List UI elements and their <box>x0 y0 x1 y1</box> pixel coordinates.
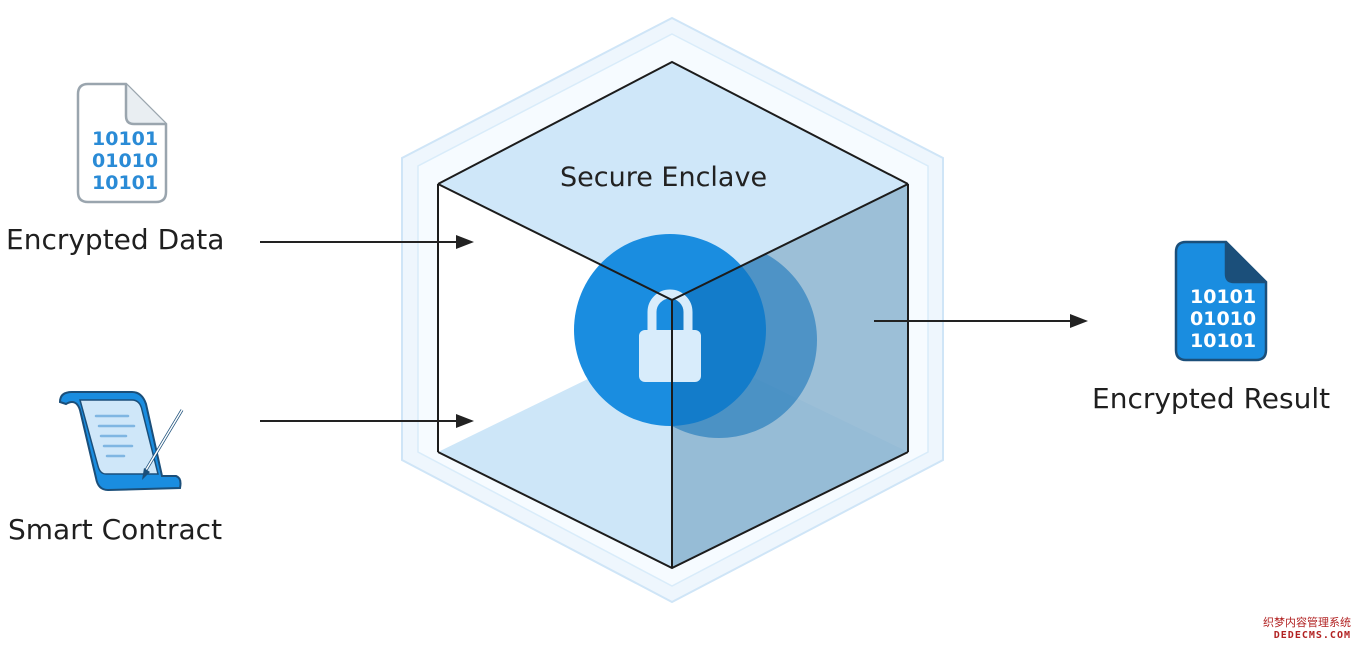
result-bits-line-1: 10101 <box>1190 286 1256 308</box>
arrow-result-out <box>874 314 1088 328</box>
data-bits-line-1: 10101 <box>92 128 158 150</box>
watermark-line-1: 织梦内容管理系统 <box>1263 616 1351 629</box>
padlock-icon <box>639 289 701 382</box>
data-bits-line-3: 10101 <box>92 172 158 194</box>
cube-edges <box>437 60 909 570</box>
arrow-data-in <box>260 235 474 249</box>
smart-contract-label: Smart Contract <box>8 513 223 546</box>
data-bits-line-2: 01010 <box>92 150 158 172</box>
encrypted-data-label: Encrypted Data <box>6 223 225 256</box>
cube-top-face <box>438 62 908 300</box>
scroll-pen-icon <box>58 391 184 492</box>
encrypted-result-label: Encrypted Result <box>1092 382 1331 415</box>
arrow-contract-in <box>260 414 474 428</box>
result-bits-line-2: 01010 <box>1190 308 1256 330</box>
secure-enclave-label: Secure Enclave <box>560 162 768 193</box>
result-bits-line-3: 10101 <box>1190 330 1256 352</box>
binary-file-icon: 10101 01010 10101 <box>76 82 168 204</box>
lock-circle-shade <box>672 254 818 439</box>
watermark-line-2: DEDECMS.COM <box>1273 630 1351 641</box>
result-file-icon: 10101 01010 10101 <box>1174 240 1268 362</box>
